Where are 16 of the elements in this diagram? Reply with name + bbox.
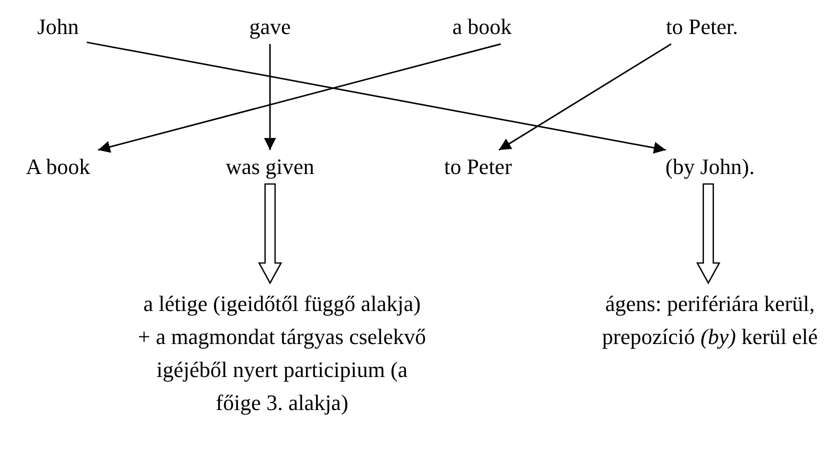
word: was given: [226, 154, 314, 180]
word: to Peter.: [666, 14, 738, 40]
hollow-arrow: [696, 183, 720, 284]
word: (by John).: [665, 154, 755, 180]
hollow-arrow: [258, 183, 282, 284]
arrow: [86, 42, 666, 154]
word: to Peter: [444, 154, 512, 180]
word: a book: [452, 14, 512, 40]
explanation-text: ágens: perifériára kerül, prepozíció (by) kerül elé: [601, 290, 819, 351]
word: A book: [26, 154, 90, 180]
word: John: [37, 14, 79, 40]
arrow: [98, 43, 501, 153]
explanation-text: a létige (igeidőtől függő alakja) + a magmondat tárgyas cselekvő igéjéből nyert participium (a főige 3. alakja): [137, 290, 427, 417]
arrow: [498, 43, 672, 151]
word: gave: [249, 14, 291, 40]
arrow: [264, 44, 276, 150]
